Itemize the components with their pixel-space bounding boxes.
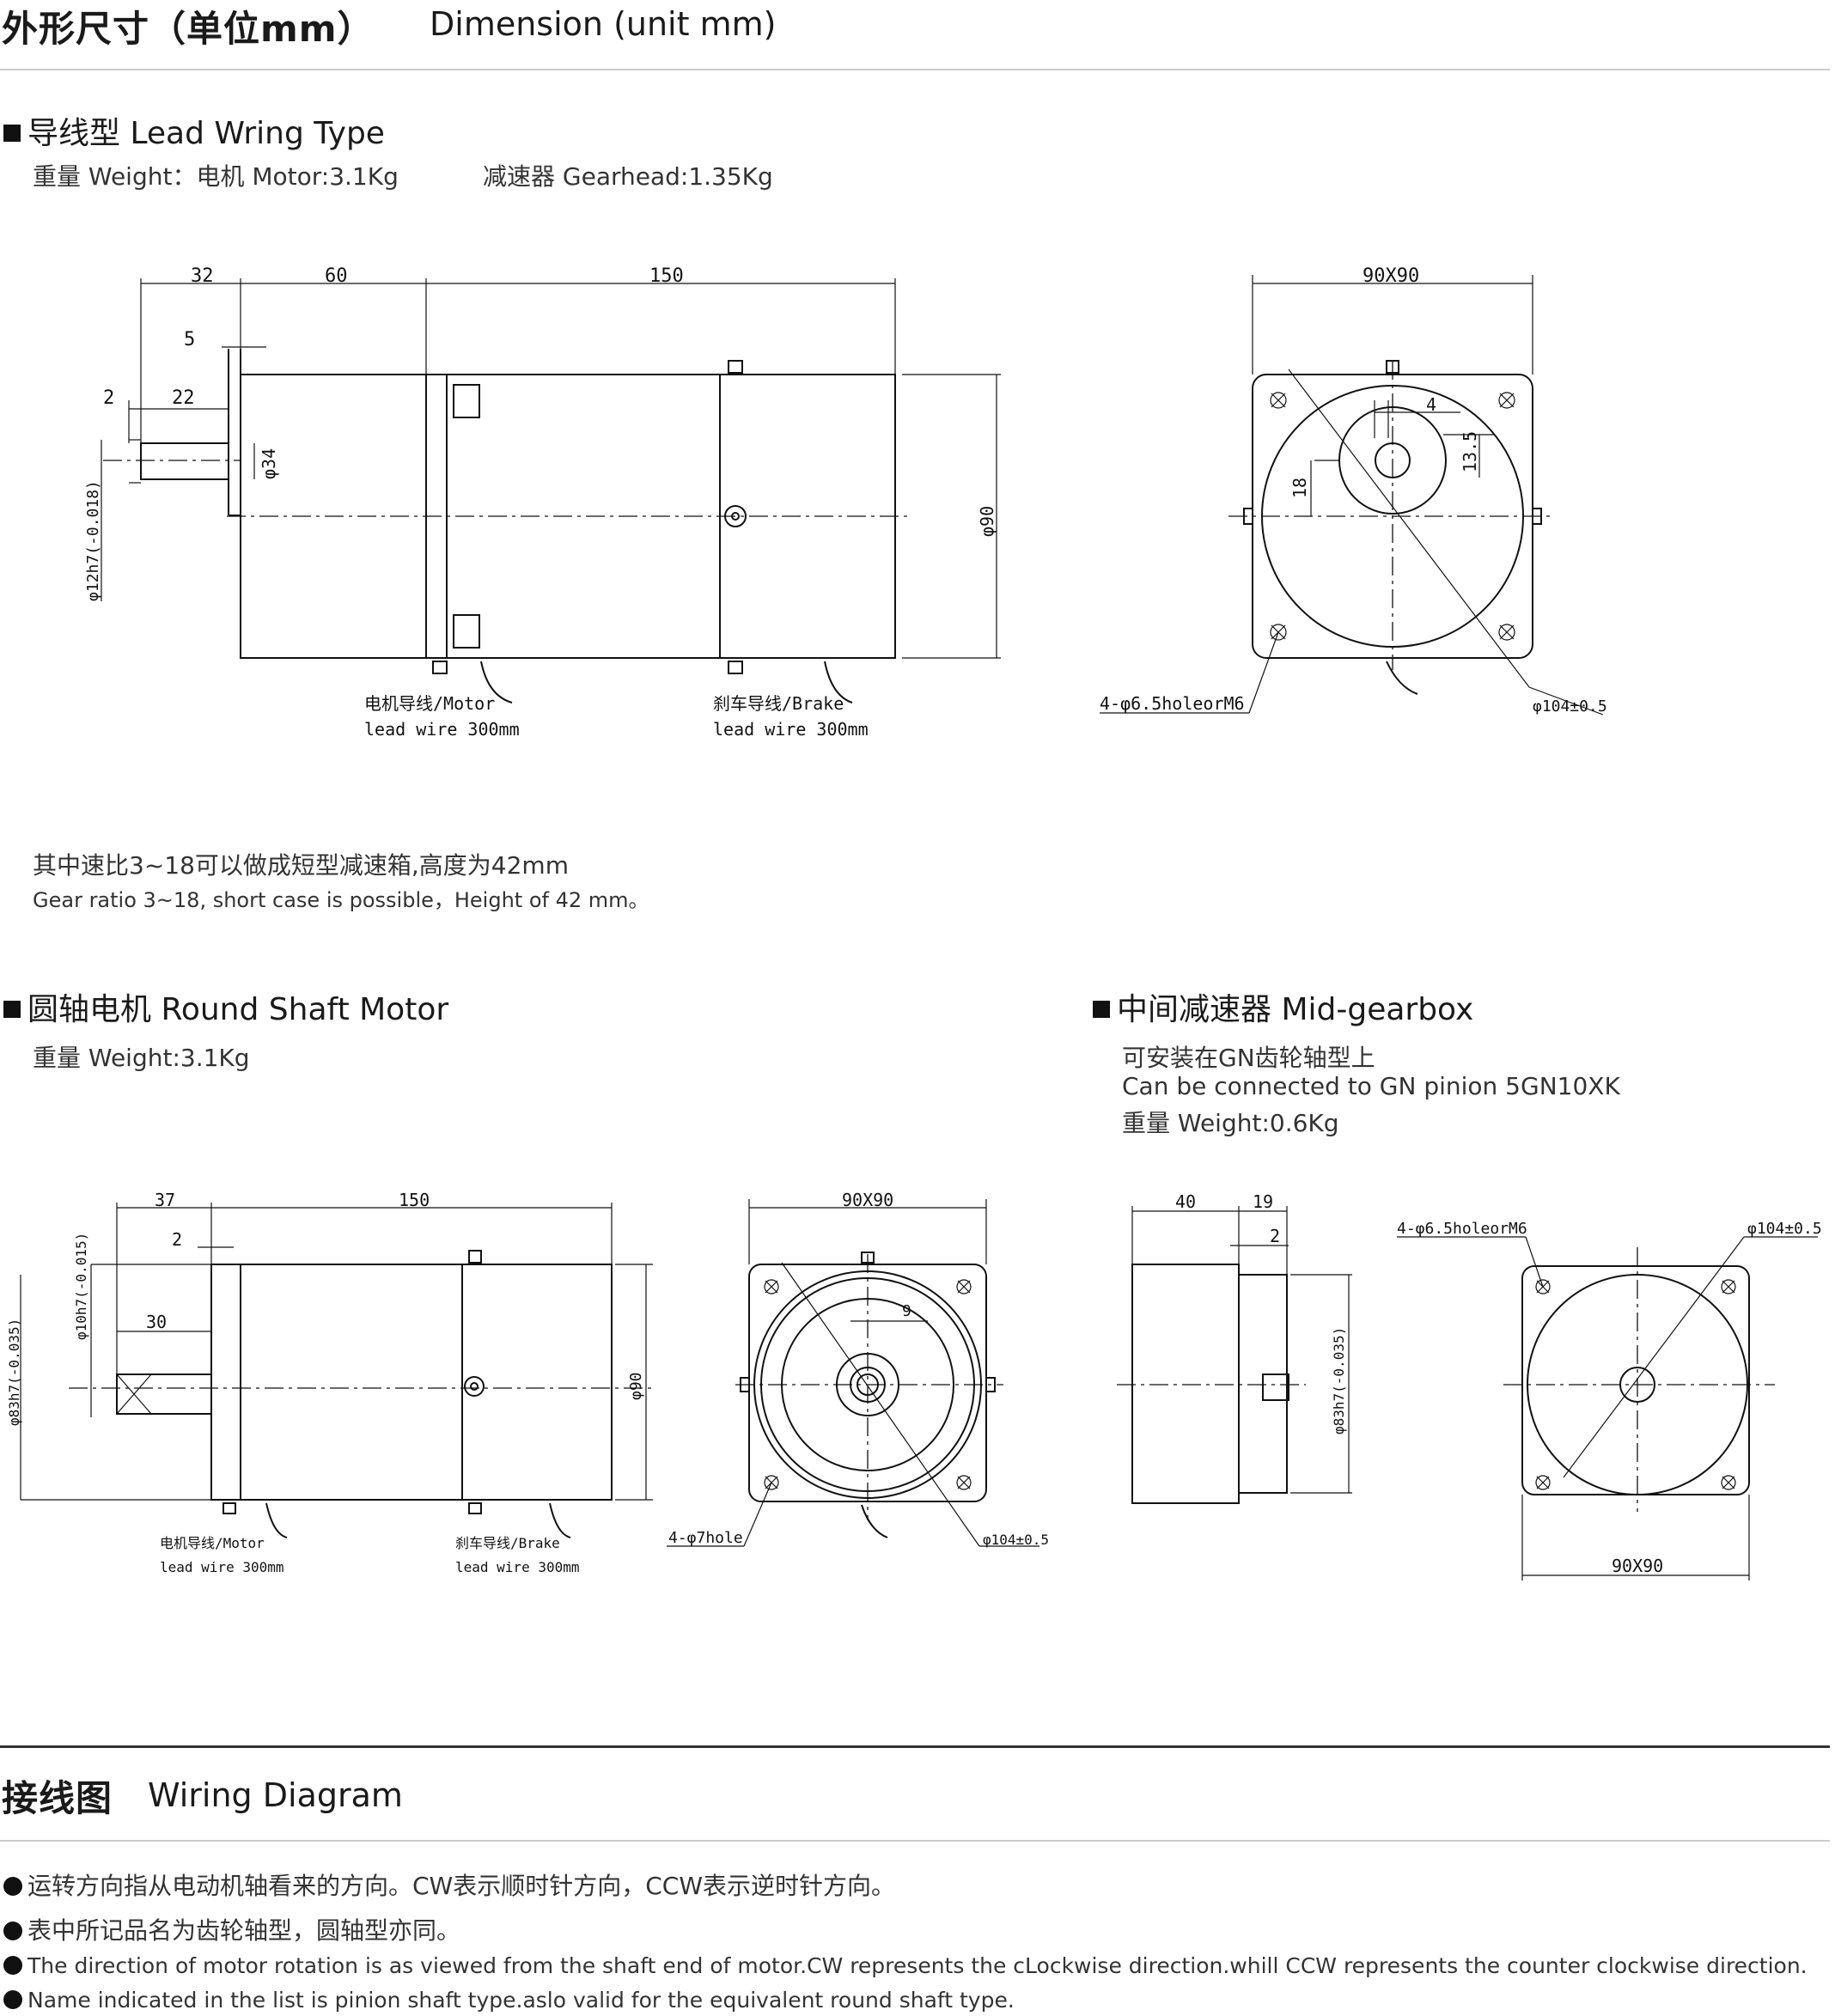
square-bullet-icon [1093, 1001, 1110, 1018]
bullet-4: Name indicated in the list is pinion sha… [3, 1988, 1015, 2013]
holes-label: 4-φ6.5holeorM6 [1397, 1220, 1527, 1238]
wiring-title-en: Wiring Diagram [148, 1776, 403, 1814]
dim-22: 22 [172, 387, 195, 409]
bullet-1: 运转方向指从电动机轴看来的方向。CW表示顺时针方向，CCW表示逆时针方向。 [3, 1867, 895, 1902]
dim-phi90: φ90 [627, 1372, 645, 1400]
dim-150: 150 [399, 1190, 430, 1210]
dim-18: 18 [1289, 478, 1310, 498]
brake-wire-length: lead wire 300mm [455, 1559, 580, 1575]
brake-wire-length: lead wire 300mm [713, 719, 869, 740]
bullet-4-text: Name indicated in the list is pinion sha… [27, 1988, 1015, 2013]
dim-40: 40 [1175, 1191, 1196, 1212]
round-section-heading: 圆轴电机 Round Shaft Motor [3, 984, 448, 1029]
bullet-3: The direction of motor rotation is as vi… [3, 1953, 1808, 1978]
dim-60: 60 [325, 265, 348, 287]
dim-2: 2 [172, 1229, 182, 1250]
lead-front-view: 90X90 4 13.5 18 4-φ6.5holeorM6 φ104±0.5 [1100, 265, 1607, 716]
lead-weight-motor: 重量 Weight：电机 Motor:3.1Kg [33, 162, 399, 191]
wiring-divider [0, 1745, 1830, 1748]
dim-phi83: φ83h7(-0.035) [6, 1319, 22, 1426]
round-front-view: 90X90 9 4-φ7hole φ104±0.5 [667, 1190, 1049, 1548]
round-title: 圆轴电机 Round Shaft Motor [27, 992, 449, 1027]
motor-wire-length: lead wire 300mm [364, 719, 520, 740]
dim-90x90: 90X90 [1363, 265, 1419, 287]
dim-90x90: 90X90 [842, 1190, 893, 1210]
bullet-3-text: The direction of motor rotation is as vi… [27, 1953, 1808, 1978]
dim-9: 9 [902, 1302, 911, 1320]
round-and-mid-drawing: 37 150 2 30 φ10h7(-0.015) φ83h7(-0.035) … [6, 1190, 1822, 1581]
bullet-icon [3, 1956, 22, 1975]
brake-wire-label: 刹车导线/Brake [713, 693, 844, 714]
mid-section-heading: 中间减速器 Mid-gearbox [1093, 984, 1473, 1029]
holes-label: 4-φ6.5holeorM6 [1100, 693, 1245, 714]
mid-line1: 可安装在GN齿轮轴型上 [1122, 1044, 1375, 1072]
dim-phi10: φ10h7(-0.015) [73, 1233, 89, 1340]
dim-32: 32 [191, 265, 214, 287]
dim-30: 30 [146, 1312, 167, 1332]
square-bullet-icon [3, 1001, 21, 1018]
lead-title: 导线型 Lead Wring Type [27, 116, 385, 151]
bullet-2-text: 表中所记品名为齿轮轴型，圆轴型亦同。 [27, 1916, 461, 1945]
dim-2: 2 [103, 387, 114, 409]
dim-90x90: 90X90 [1612, 1556, 1663, 1576]
dim-150: 150 [649, 265, 684, 287]
dim-phi34: φ34 [259, 448, 279, 479]
bullet-icon [3, 1877, 22, 1896]
round-weight: 重量 Weight:3.1Kg [33, 1044, 250, 1072]
wiring-title-cn: 接线图 [2, 1777, 113, 1819]
divider [0, 1840, 1830, 1842]
motor-wire-length: lead wire 300mm [160, 1559, 284, 1575]
divider [0, 69, 1830, 70]
dimension-title-en: Dimension (unit mm) [430, 5, 777, 43]
pcd-label: φ104±0.5 [983, 1532, 1049, 1548]
round-side-view: 37 150 2 30 φ10h7(-0.015) φ83h7(-0.035) … [6, 1190, 653, 1575]
holes-label: 4-φ7hole [668, 1529, 743, 1547]
mid-line2: Can be connected to GN pinion 5GN10XK [1122, 1072, 1620, 1100]
dim-19: 19 [1253, 1191, 1273, 1212]
dim-phi90: φ90 [977, 506, 997, 537]
dimension-title-cn: 外形尺寸（单位mm） [2, 8, 375, 50]
mid-weight: 重量 Weight:0.6Kg [1122, 1109, 1339, 1137]
square-bullet-icon [3, 125, 21, 142]
lead-side-view: 32 60 150 5 2 22 φ34 φ12h7(-0.018) φ90 电… [84, 265, 1001, 740]
mid-side-view: 40 19 2 φ83h7(-0.035) [1117, 1191, 1352, 1504]
dim-13-5: 13.5 [1460, 431, 1480, 472]
bullet-icon [3, 1990, 22, 2009]
brake-wire-label: 刹车导线/Brake [455, 1535, 560, 1551]
dim-phi12: φ12h7(-0.018) [84, 480, 102, 601]
motor-wire-label: 电机导线/Motor [364, 693, 495, 714]
dim-2: 2 [1270, 1226, 1280, 1246]
bullet-1-text: 运转方向指从电动机轴看来的方向。CW表示顺时针方向，CCW表示逆时针方向。 [27, 1872, 896, 1900]
lead-section-heading: 导线型 Lead Wring Type [3, 108, 385, 153]
lead-type-drawing: 32 60 150 5 2 22 φ34 φ12h7(-0.018) φ90 电… [84, 265, 1607, 740]
lead-note-cn: 其中速比3~18可以做成短型减速箱,高度为42mm [33, 851, 569, 880]
bullet-2: 表中所记品名为齿轮轴型，圆轴型亦同。 [3, 1912, 460, 1946]
lead-note-en: Gear ratio 3~18, short case is possible，… [33, 888, 649, 912]
pcd-label: φ104±0.5 [1533, 697, 1607, 716]
dim-4: 4 [1426, 394, 1436, 415]
mid-front-view: 4-φ6.5holeorM6 φ104±0.5 90X90 [1397, 1220, 1822, 1581]
motor-wire-label: 电机导线/Motor [160, 1535, 265, 1551]
dim-37: 37 [155, 1190, 175, 1210]
pcd-label: φ104±0.5 [1747, 1220, 1822, 1238]
lead-weight-gear: 减速器 Gearhead:1.35Kg [483, 162, 773, 191]
mid-title: 中间减速器 Mid-gearbox [1117, 992, 1474, 1027]
bullet-icon [3, 1922, 22, 1940]
dim-phi83: φ83h7(-0.035) [1331, 1327, 1347, 1434]
dim-5: 5 [184, 329, 195, 350]
